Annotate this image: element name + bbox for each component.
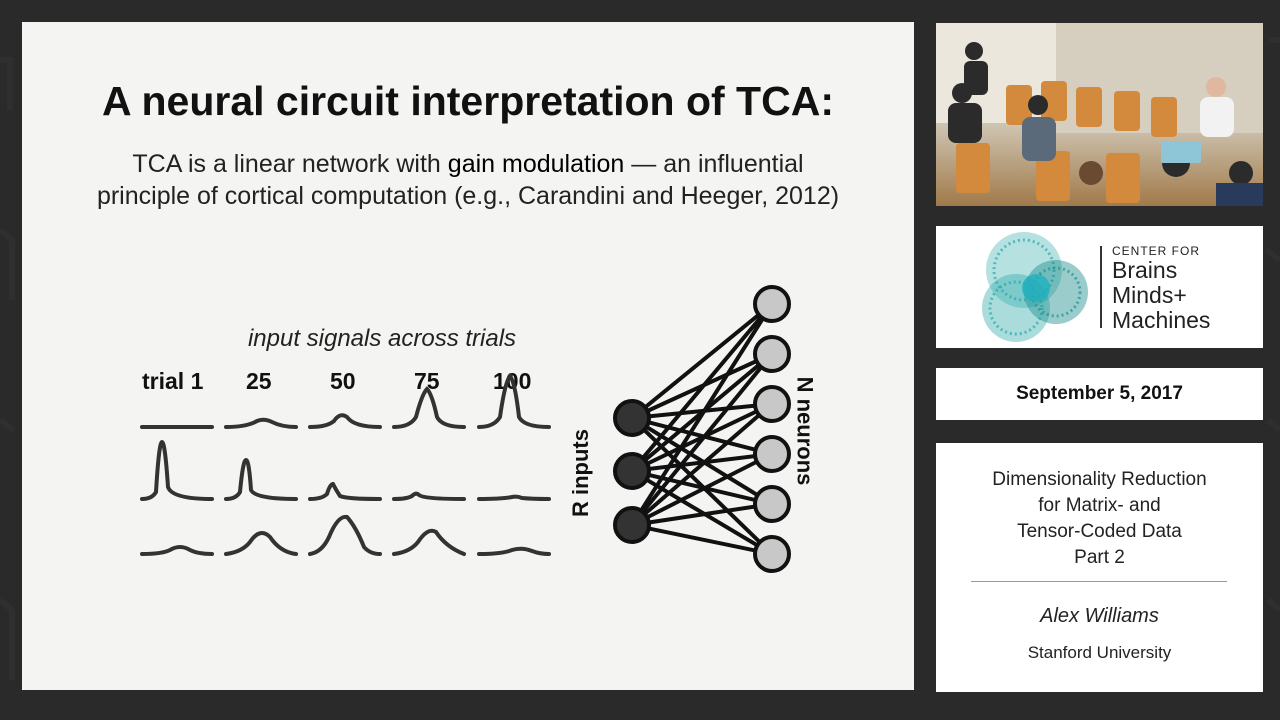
signal-trace: [392, 528, 466, 556]
date-panel: September 5, 2017: [936, 368, 1263, 420]
speaker-affiliation: Stanford University: [1027, 643, 1172, 662]
neuron-node: [753, 535, 791, 573]
signal-trace: [224, 531, 298, 556]
neuron-node: [753, 385, 791, 423]
neuron-node: [753, 485, 791, 523]
inputs-label: R inputs: [568, 429, 593, 517]
speaker-name: Alex Williams: [1040, 605, 1159, 627]
signal-trace: [140, 439, 214, 501]
neural-circuit-diagram: [140, 285, 791, 573]
trial-label: 25: [246, 368, 272, 394]
input-node: [613, 399, 651, 437]
signal-trace: [477, 546, 551, 556]
signal-trace: [477, 494, 551, 501]
talk-info-panel: Dimensionality Reduction for Matrix- and…: [936, 443, 1263, 692]
signal-trace: [140, 545, 214, 556]
slide-title: A neural circuit interpretation of TCA:: [102, 78, 834, 124]
lecture-date: September 5, 2017: [1016, 383, 1183, 404]
logo-divider: [1100, 246, 1102, 328]
trial-label: trial 1: [142, 368, 204, 394]
trial-label: 50: [330, 368, 356, 394]
neurons-label: N neurons: [792, 376, 818, 486]
cbmm-logo-icon: [982, 232, 1088, 342]
slide-subtitle: TCA is a linear network with gain modula…: [96, 150, 840, 210]
signal-trace: [392, 491, 466, 501]
signals-label: input signals across trials: [247, 325, 517, 352]
neuron-node: [753, 285, 791, 323]
signal-trace: [224, 457, 298, 501]
cbmm-wordmark: CENTER FOR Brains Minds+ Machines: [1112, 244, 1211, 333]
talk-title: Dimensionality Reduction for Matrix- and…: [992, 469, 1207, 568]
signal-trace: [392, 386, 466, 429]
signal-trace: [308, 413, 382, 429]
input-node: [613, 506, 651, 544]
gain-modulation-emphasis: gain modulation: [447, 150, 625, 178]
talk-divider: [971, 581, 1227, 582]
neuron-node: [753, 435, 791, 473]
signal-trace: [224, 417, 298, 429]
signal-trace: [477, 372, 551, 429]
camera-feed: [936, 23, 1263, 206]
signal-trace: [308, 514, 382, 556]
signal-trace: [308, 481, 382, 501]
presentation-slide: A neural circuit interpretation of TCA: …: [22, 22, 914, 690]
neuron-node: [753, 335, 791, 373]
input-node: [613, 452, 651, 490]
cbmm-logo-panel: CENTER FOR Brains Minds+ Machines: [936, 226, 1263, 348]
audience-video-frame: [936, 23, 1263, 206]
